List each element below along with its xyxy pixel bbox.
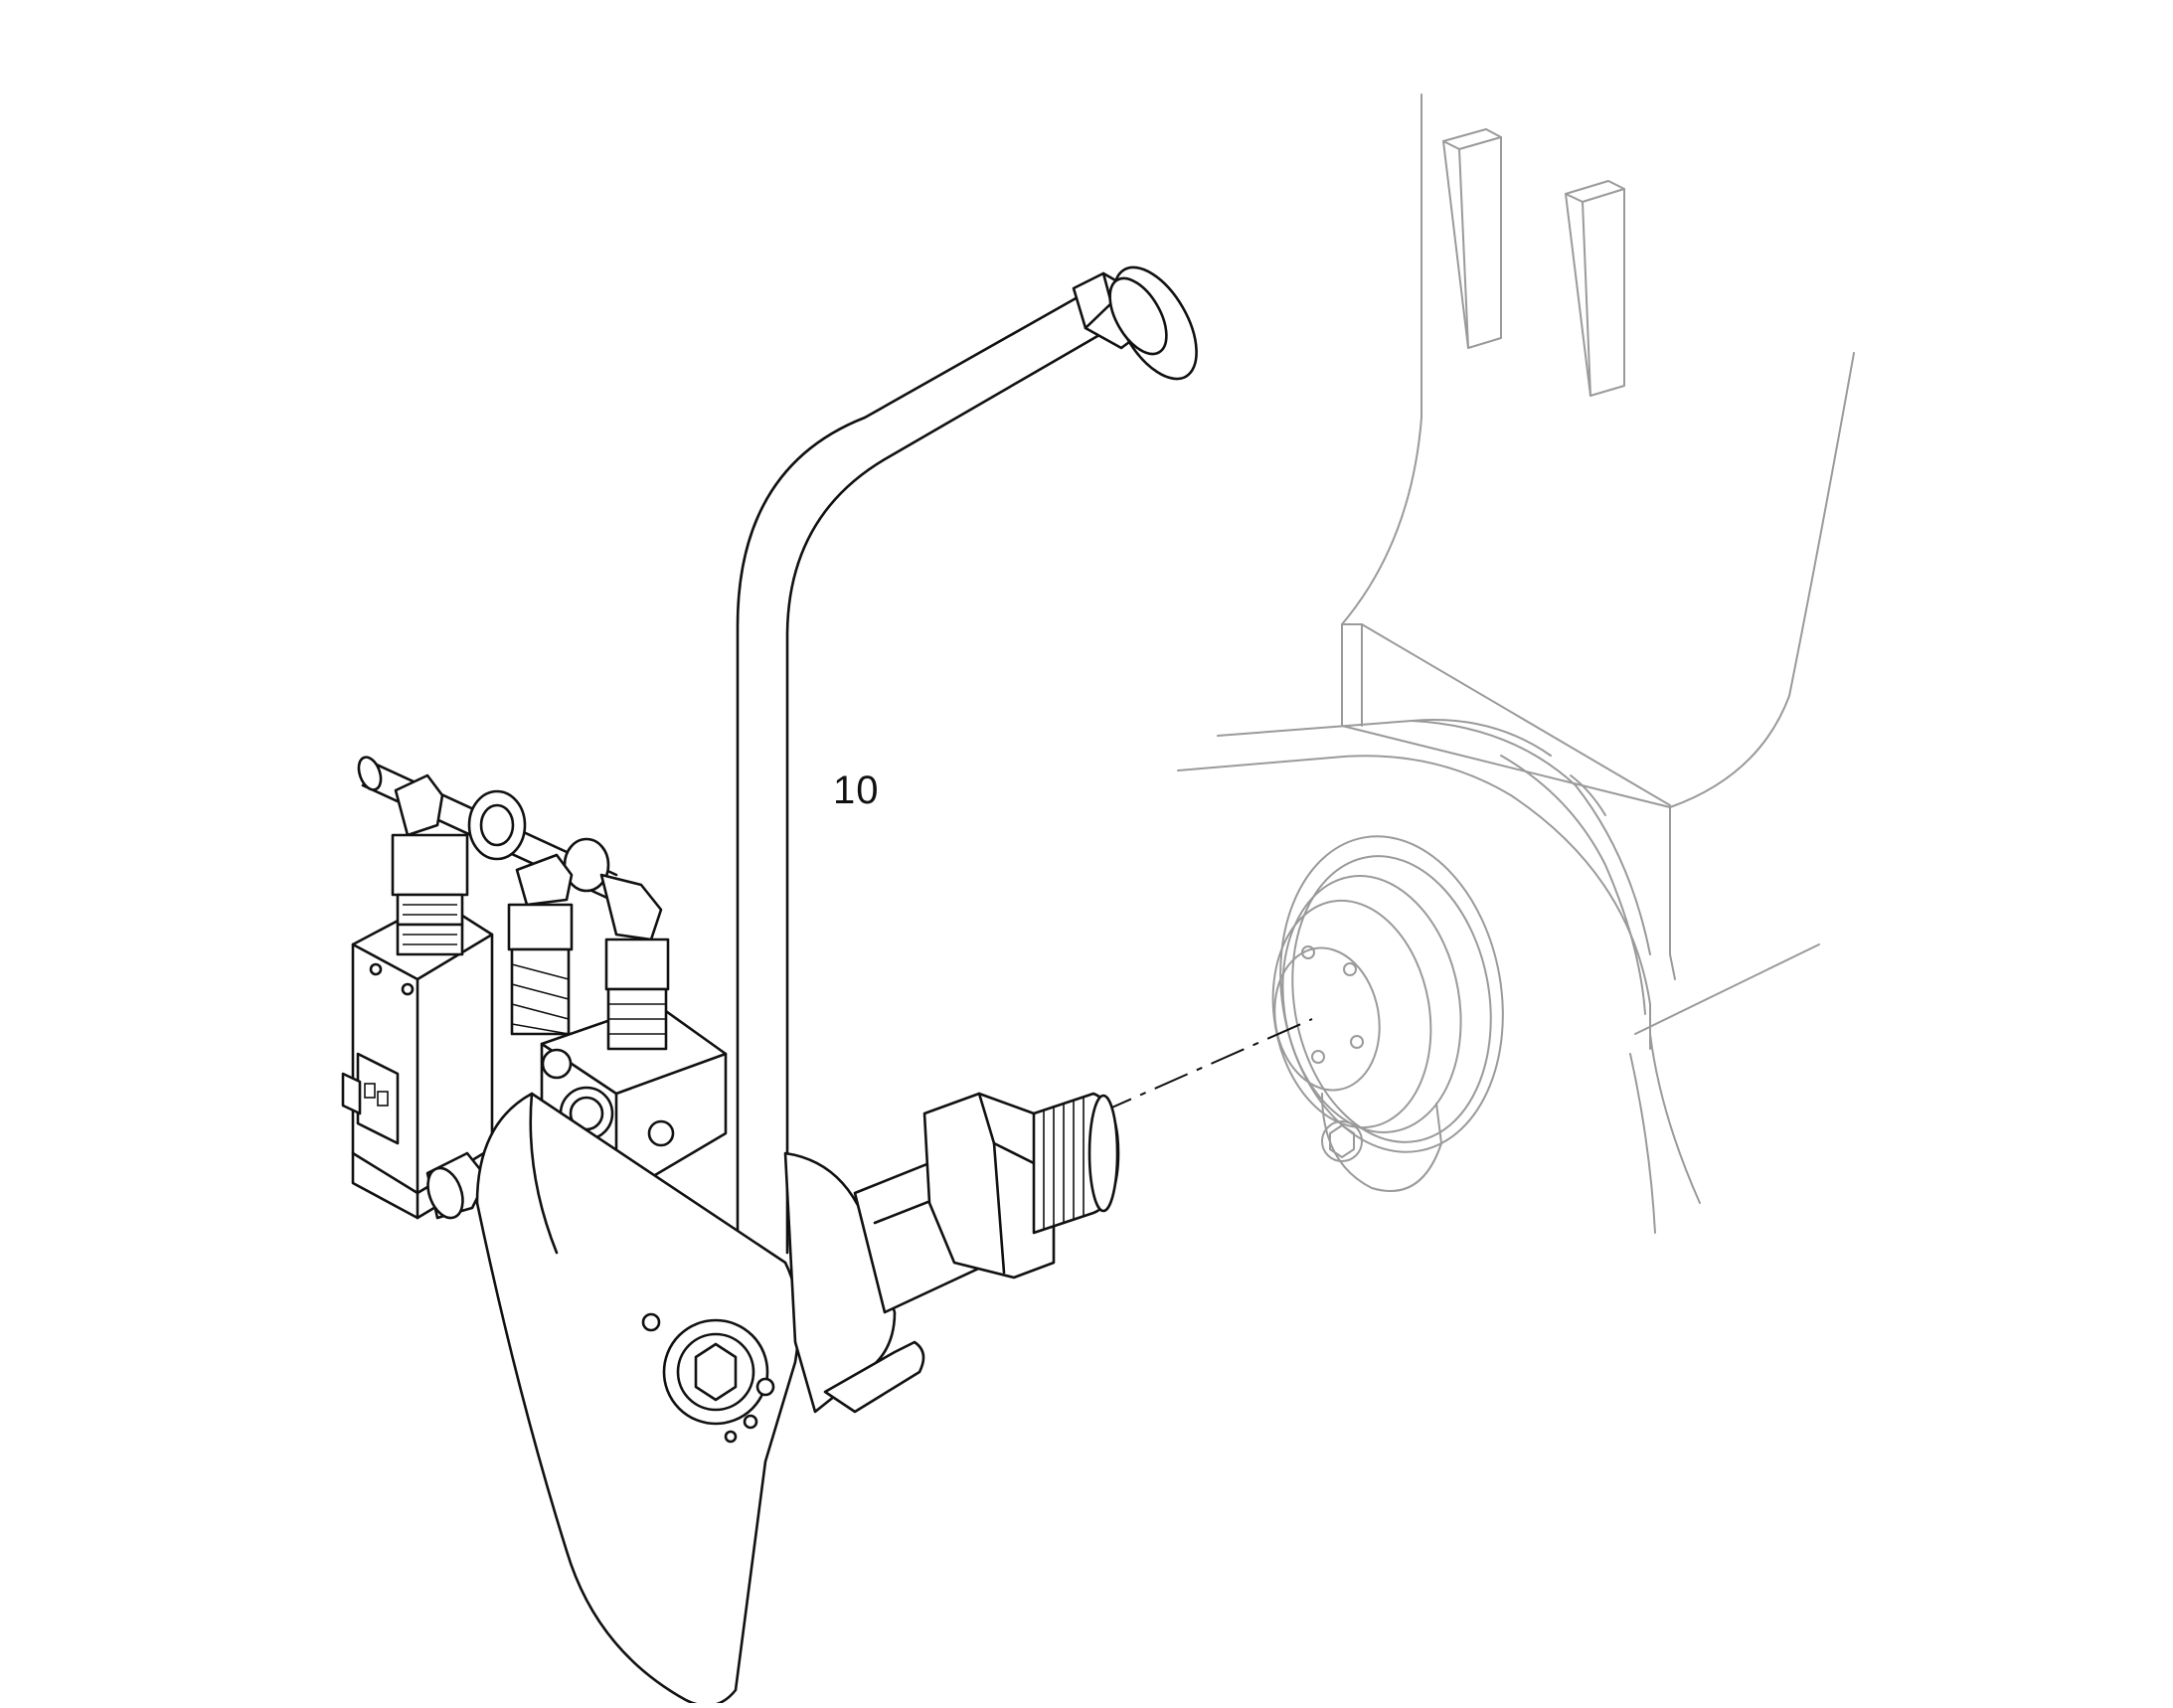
lube-pipe — [736, 265, 1198, 1255]
shaft-assembly — [783, 1092, 1120, 1414]
solenoid-valve — [341, 898, 494, 1220]
bearing-flange — [1271, 835, 1504, 1192]
callout-label-10: 10 — [833, 769, 880, 812]
machine-frame — [1177, 93, 1855, 1234]
mounting-plate — [475, 1092, 800, 1707]
center-line — [1097, 1018, 1313, 1114]
fittings — [357, 756, 670, 1051]
